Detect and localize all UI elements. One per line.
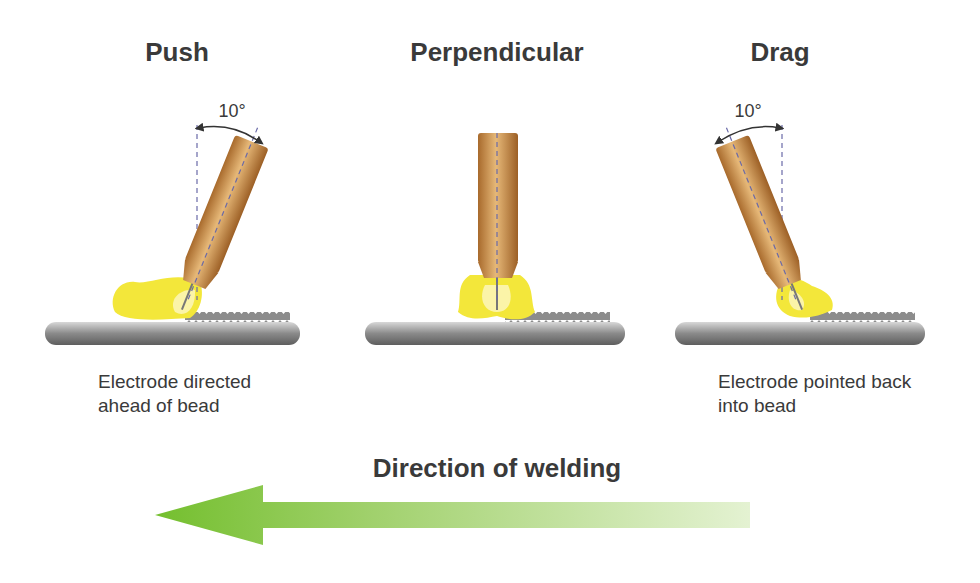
technique-note: Electrode directed ahead of bead: [98, 370, 298, 418]
push-setup: [45, 121, 300, 345]
view-title: Drag: [750, 36, 809, 69]
technique-note: Electrode pointed back into bead: [718, 370, 918, 418]
angle-label: 10°: [218, 100, 245, 123]
direction-arrow: [155, 485, 750, 545]
drag-setup: [675, 121, 925, 345]
view-title: Push: [145, 36, 209, 69]
direction-label: Direction of welding: [373, 452, 621, 485]
perpendicular-setup: [365, 133, 625, 345]
angle-label: 10°: [734, 100, 761, 123]
view-title: Perpendicular: [410, 36, 583, 69]
